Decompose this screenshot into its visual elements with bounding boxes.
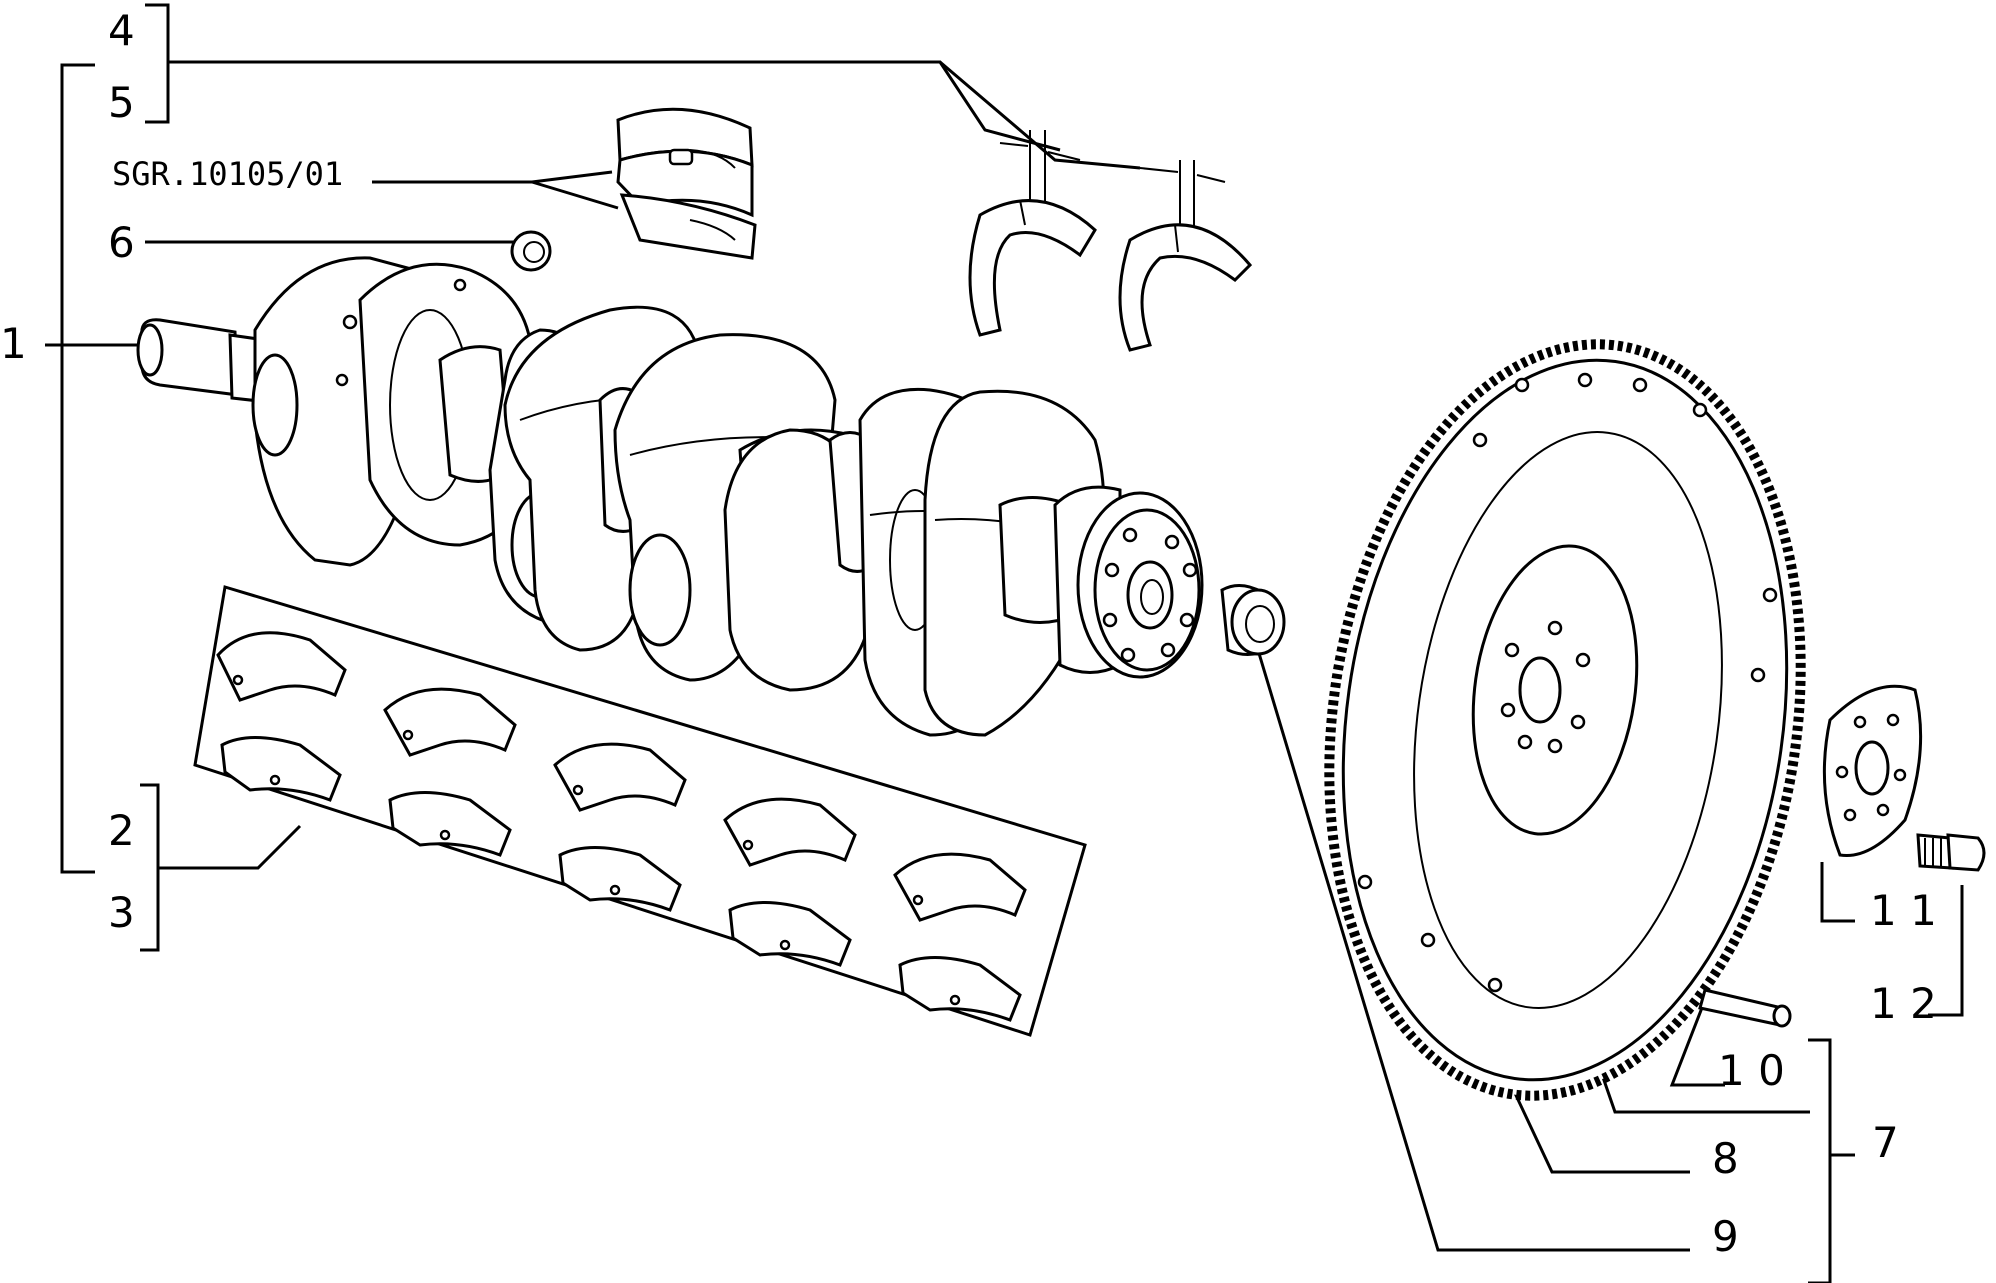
label-4: 4 <box>108 6 135 55</box>
flywheel <box>1324 339 1806 1101</box>
label-6: 6 <box>108 218 135 267</box>
label-10: 1 0 <box>1718 1046 1785 1095</box>
spigot-bearing <box>1220 584 1286 656</box>
label-code: SGR.10105/01 <box>112 155 343 193</box>
thrust-washers <box>968 199 1253 352</box>
reinforcement-plate <box>1822 684 1923 858</box>
label-7: 7 <box>1872 1118 1899 1167</box>
label-8: 8 <box>1712 1134 1739 1183</box>
bearing-pair-2 <box>383 687 517 857</box>
bearing-pair-4 <box>723 797 857 967</box>
label-5: 5 <box>108 78 135 127</box>
flywheel-bolt <box>1916 833 1986 872</box>
bearing-pair-3 <box>553 742 687 912</box>
main-bearing-shells <box>193 585 1087 1037</box>
label-11: 1 1 <box>1870 886 1937 935</box>
label-2: 2 <box>108 806 135 855</box>
part-labels: 1 4 5 SGR.10105/01 6 2 3 1 0 1 1 1 2 7 8… <box>0 6 1937 1261</box>
crankshaft <box>136 256 1204 737</box>
label-1: 1 <box>0 319 27 368</box>
dowel-pin <box>1698 988 1792 1028</box>
label-12: 1 2 <box>1870 979 1937 1028</box>
label-3: 3 <box>108 888 135 937</box>
upper-bearing-shells <box>616 107 757 260</box>
label-9: 9 <box>1712 1212 1739 1261</box>
bearing-pair-1 <box>216 631 347 802</box>
leader-lines <box>45 3 1964 1283</box>
bearing-pair-5 <box>893 852 1027 1022</box>
pilot-bush <box>510 230 552 272</box>
